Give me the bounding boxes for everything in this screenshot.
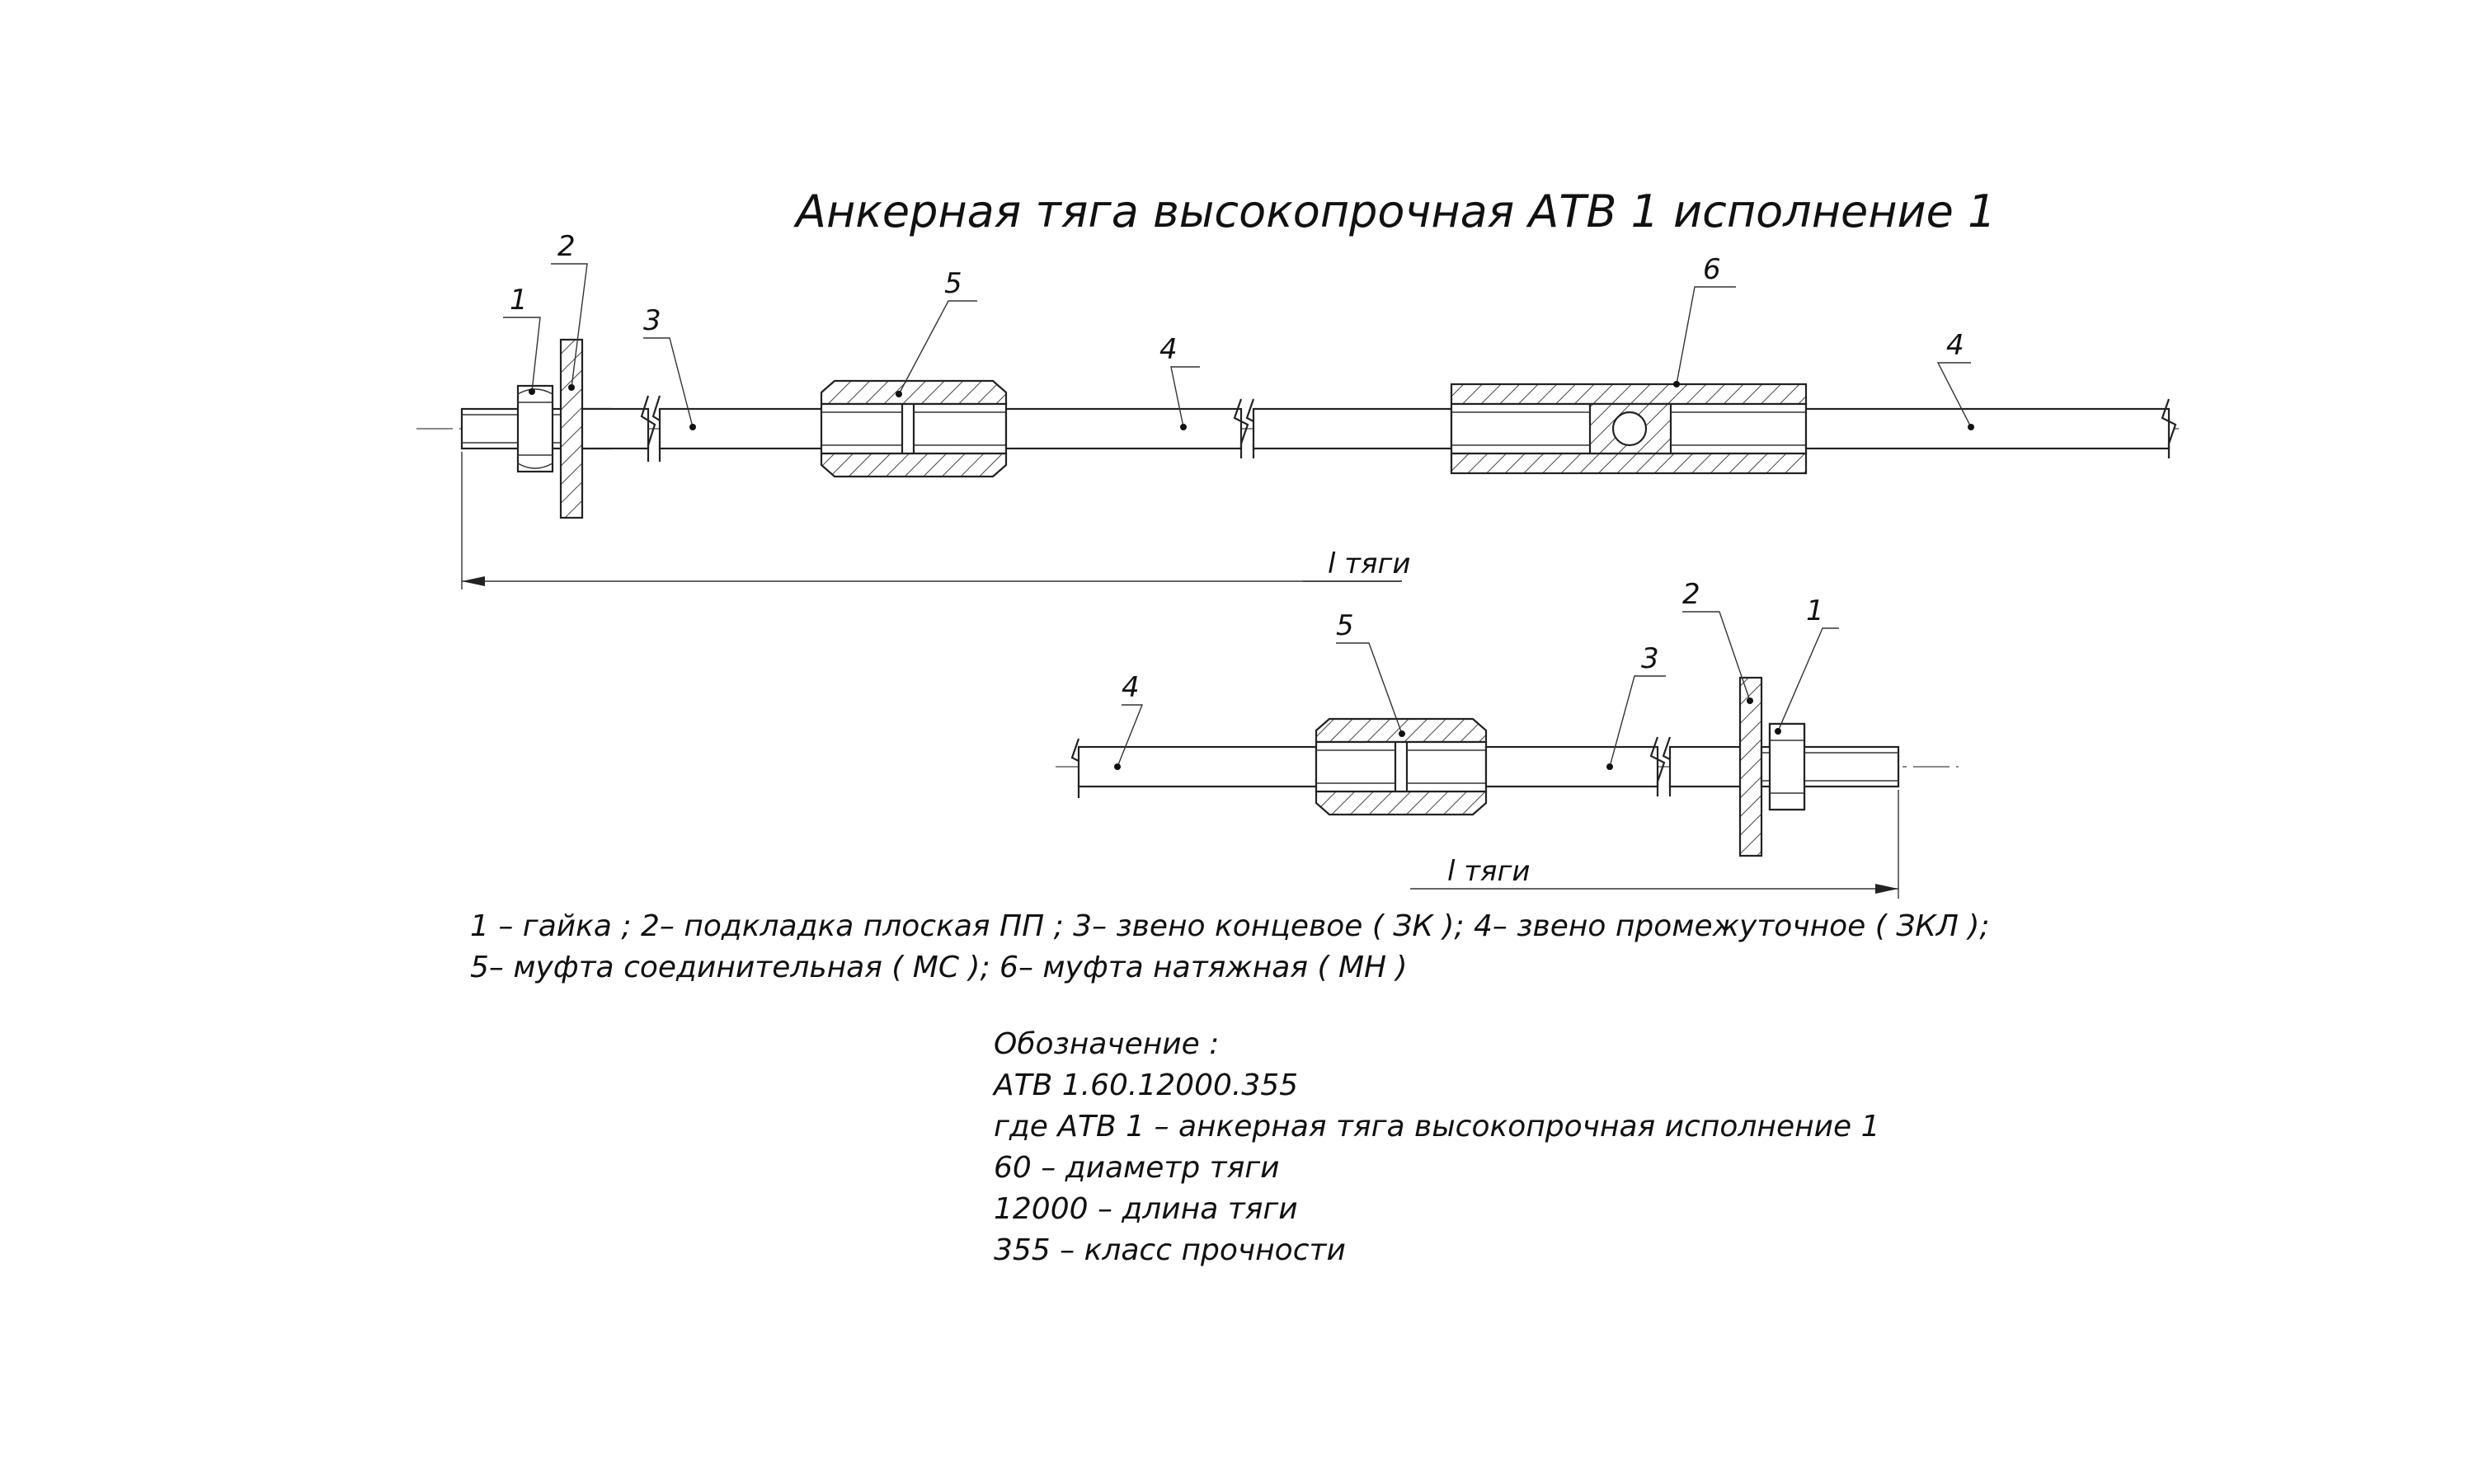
top-callouts: 1 2 3 5 4 6 4 xyxy=(503,230,1974,430)
bottom-end-link xyxy=(1484,745,1659,788)
top-callout-4b: 4 xyxy=(1946,329,1964,362)
top-callout-2: 2 xyxy=(557,230,576,263)
designation-line-3: 12000 – длина тяги xyxy=(994,1192,1298,1226)
top-callout-6: 6 xyxy=(1703,253,1721,286)
designation-heading: Обозначение : xyxy=(994,1027,1219,1061)
top-tension-sleeve xyxy=(1450,383,1808,475)
top-dimension-label: l тяги xyxy=(1328,547,1410,580)
top-callout-5: 5 xyxy=(944,267,962,300)
bottom-callout-3: 3 xyxy=(1641,642,1659,675)
legend-line-1: 1 – гайка ; 2– подкладка плоская ПП ; 3–… xyxy=(470,909,1990,943)
designation-line-4: 355 – класс прочности xyxy=(994,1233,1346,1267)
top-coupling-sleeve xyxy=(820,379,1008,478)
top-end-link xyxy=(581,407,650,450)
designation-line-2: 60 – диаметр тяги xyxy=(994,1151,1280,1185)
designation-block: Обозначение : АТВ 1.60.12000.355 где АТВ… xyxy=(992,1027,1880,1267)
bottom-dimension: l тяги xyxy=(1410,790,1899,899)
bottom-washer-plate xyxy=(1738,676,1763,857)
bottom-callouts: 4 5 3 2 1 xyxy=(1114,578,1839,770)
top-intermediate-link-a xyxy=(1004,407,1243,450)
designation-code: АТВ 1.60.12000.355 xyxy=(992,1068,1298,1102)
bottom-callout-1: 1 xyxy=(1806,594,1824,627)
bottom-callout-4: 4 xyxy=(1122,671,1140,704)
bottom-assembly: 4 5 3 2 1 l тяги xyxy=(1056,578,1959,899)
legend-line-2: 5– муфта соединительная ( МС ); 6– муфта… xyxy=(470,951,1408,984)
bottom-callout-5: 5 xyxy=(1336,609,1354,642)
top-intermediate-link-b xyxy=(1804,407,2171,450)
bottom-coupling-sleeve xyxy=(1315,717,1488,816)
drawing-title: Анкерная тяга высокопрочная АТВ 1 исполн… xyxy=(793,186,1996,237)
bottom-callout-2: 2 xyxy=(1682,578,1700,611)
top-nut xyxy=(516,384,554,473)
top-washer-plate xyxy=(559,338,584,519)
legend: 1 – гайка ; 2– подкладка плоская ПП ; 3–… xyxy=(470,909,1990,984)
top-callout-3: 3 xyxy=(643,304,661,337)
bottom-dimension-label: l тяги xyxy=(1447,855,1530,888)
top-callout-1: 1 xyxy=(510,284,528,317)
top-callout-4a: 4 xyxy=(1159,333,1178,366)
top-dimension: l тяги xyxy=(461,452,1410,589)
top-assembly: 1 2 3 5 4 6 4 l тяги xyxy=(416,230,2185,589)
designation-line-1: где АТВ 1 – анкерная тяга высокопрочная … xyxy=(994,1110,1880,1144)
